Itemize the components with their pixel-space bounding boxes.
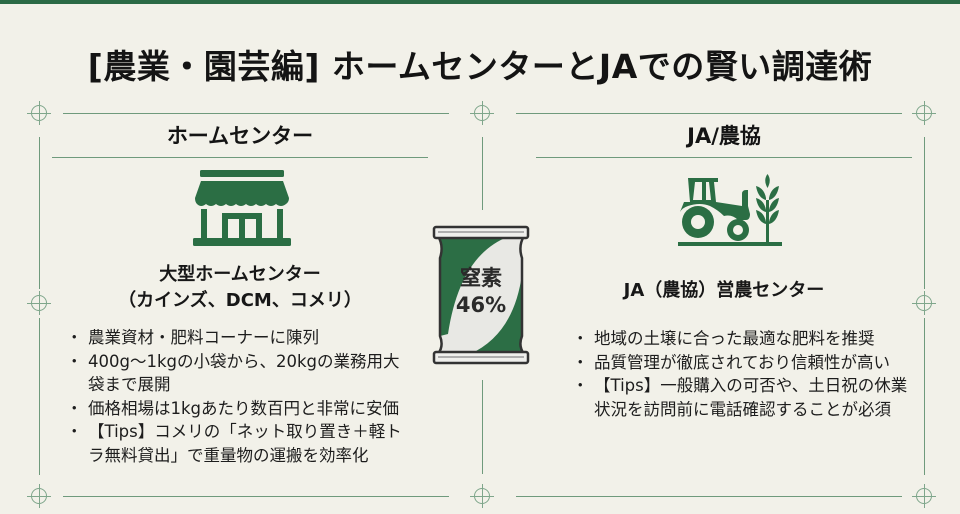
frame-line (924, 318, 925, 475)
crosshair-icon (912, 291, 936, 315)
crosshair-icon (27, 484, 51, 508)
bag-label-line: 46% (455, 293, 507, 317)
list-item: 【Tips】一般購入の可否や、土日祝の休業状況を訪問前に電話確認することが必須 (572, 374, 911, 421)
list-item: 品質管理が徹底されており信頼性が高い (572, 351, 911, 375)
crosshair-icon (470, 101, 494, 125)
bag-label-line: 窒素 (460, 266, 502, 290)
right-heading-underline (536, 157, 912, 158)
frame-line (39, 318, 40, 475)
left-heading-underline (52, 157, 428, 158)
tractor-wheat-icon (678, 174, 782, 246)
page-title: [農業・園芸編] ホームセンターとJAでの賢い調達術 (87, 47, 873, 86)
subtitle-line: 大型ホームセンター (159, 264, 321, 285)
frame-line (482, 380, 483, 474)
fertilizer-bag-icon (432, 225, 530, 365)
frame-line (63, 113, 449, 114)
crosshair-icon (912, 101, 936, 125)
subtitle-line: （カインズ、DCM、コメリ） (118, 290, 362, 311)
bag-label: 窒素 46% (430, 265, 532, 319)
frame-line (482, 137, 483, 210)
list-item: 農業資材・肥料コーナーに陳列 (66, 326, 415, 350)
ja-bullet-list: 地域の土壌に合った最適な肥料を推奨 品質管理が徹底されており信頼性が高い 【Ti… (572, 327, 911, 421)
list-item: 【Tips】コメリの「ネット取り置き＋軽トラ無料貸出」で重量物の運搬を効率化 (66, 420, 415, 467)
list-item: 400g〜1kgの小袋から、20kgの業務用大袋まで展開 (66, 350, 415, 397)
frame-line (516, 496, 902, 497)
home-center-heading: ホームセンター (166, 124, 314, 148)
top-accent-bar (0, 0, 960, 4)
list-item: 地域の土壌に合った最適な肥料を推奨 (572, 327, 911, 351)
list-item: 価格相場は1kgあたり数百円と非常に安価 (66, 397, 415, 421)
frame-line (516, 113, 902, 114)
storefront-icon (193, 170, 291, 246)
frame-line (924, 137, 925, 289)
ja-subtitle: JA（農協）営農センター (623, 280, 825, 301)
ja-heading: JA/農協 (687, 124, 761, 148)
crosshair-icon (912, 484, 936, 508)
crosshair-icon (27, 101, 51, 125)
frame-line (63, 496, 449, 497)
home-center-bullet-list: 農業資材・肥料コーナーに陳列 400g〜1kgの小袋から、20kgの業務用大袋ま… (66, 326, 415, 467)
crosshair-icon (27, 291, 51, 315)
home-center-subtitle: 大型ホームセンター （カインズ、DCM、コメリ） (52, 262, 428, 314)
frame-line (39, 137, 40, 289)
crosshair-icon (470, 484, 494, 508)
